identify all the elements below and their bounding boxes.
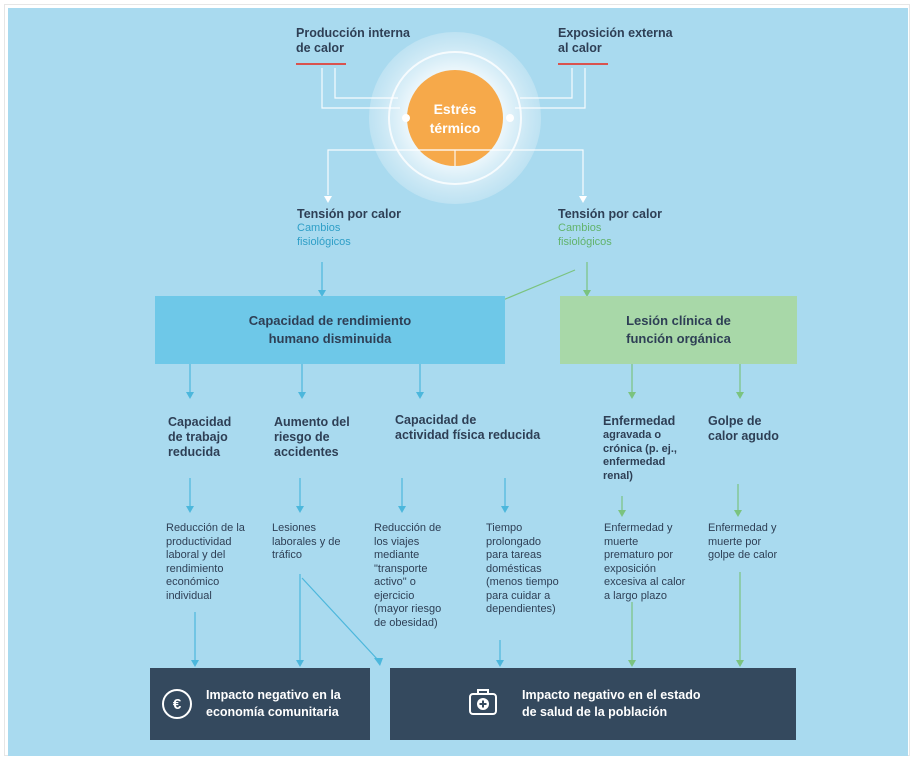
euro-icon: €: [162, 689, 192, 719]
sun-dot-left: [402, 114, 410, 122]
heat-death-line-1: Enfermedad y: [708, 522, 777, 534]
tension-left-title: Tensión por calor: [297, 207, 401, 221]
work-capacity: Capacidad de trabajo reducida: [168, 415, 231, 460]
accident-risk: Aumento del riesgo de accidentes: [274, 415, 350, 460]
trips-line-5: activo" o: [374, 576, 416, 588]
tension-right-sub-1: Cambios: [558, 222, 602, 234]
internal-heat-line-2: de calor: [296, 41, 344, 55]
external-heat-line-1: Exposición externa: [558, 26, 673, 40]
acute-heatstroke: Golpe de calor agudo: [708, 414, 779, 444]
performance-line-1: Capacidad de rendimiento: [248, 313, 412, 328]
accidents-line-1: Aumento del: [274, 415, 350, 429]
time-line-4: domésticas: [486, 562, 542, 575]
premature-line-1: Enfermedad y: [604, 522, 673, 534]
external-heat-label: Exposición externa al calor: [558, 26, 673, 56]
work-line-3: reducida: [168, 445, 221, 459]
time-line-2: prolongado: [486, 535, 542, 548]
time-line-7: dependientes): [486, 603, 556, 615]
work-line-2: de trabajo: [168, 430, 228, 444]
trip-reduction: Reducción de los viajes mediante "transp…: [374, 522, 441, 630]
heatstroke-death: Enfermedad y muerte por golpe de calor: [708, 522, 777, 563]
chronic-illness: Enfermedad agravada o crónica (p. ej., e…: [603, 414, 677, 483]
health-impact-box: Impacto negativo en el estado de salud d…: [390, 668, 796, 740]
lesion-line-2: función orgánica: [626, 331, 731, 346]
physical-line-1: Capacidad de: [395, 413, 477, 427]
time-line-1: Tiempo: [486, 522, 523, 534]
illness-line-3: crónica (p. ej.,: [603, 442, 677, 455]
economy-impact-box: € Impacto negativo en la economía comuni…: [150, 668, 370, 740]
injuries: Lesiones laborales y de tráfico: [272, 522, 341, 563]
trips-line-6: ejercicio: [374, 589, 415, 602]
productivity-line-3: laboral y del: [166, 549, 226, 561]
premature-death: Enfermedad y muerte prematuro por exposi…: [604, 522, 685, 603]
tension-right: Tensión por calor Cambios fisiológicos: [558, 207, 662, 249]
internal-heat-underline: [296, 63, 346, 65]
first-aid-kit-icon: [468, 688, 498, 721]
trips-line-1: Reducción de: [374, 522, 442, 534]
tension-right-title: Tensión por calor: [558, 207, 662, 221]
heatstroke-line-2: calor agudo: [708, 429, 779, 443]
accidents-line-3: accidentes: [274, 445, 339, 459]
heat-death-line-2: muerte por: [708, 535, 762, 548]
internal-heat-label: Producción interna de calor: [296, 26, 410, 56]
productivity-line-4: rendimiento: [166, 562, 224, 575]
tension-right-sub-2: fisiológicos: [558, 235, 612, 248]
sun-label-line-1: Estrés: [433, 101, 477, 117]
productivity-line-2: productividad: [166, 535, 232, 548]
performance-line-2: humano disminuida: [268, 331, 392, 346]
heat-death-line-3: golpe de calor: [708, 549, 778, 561]
economy-line-1: Impacto negativo en la: [206, 688, 341, 702]
external-heat-line-2: al calor: [558, 41, 602, 55]
productivity-reduction: Reducción de la productividad laboral y …: [166, 522, 245, 603]
internal-heat-line-1: Producción interna: [296, 26, 410, 40]
trips-line-8: de obesidad): [374, 616, 438, 629]
external-heat-underline: [558, 63, 608, 65]
health-line-1: Impacto negativo en el estado: [522, 688, 701, 702]
heatstroke-line-1: Golpe de: [708, 414, 762, 428]
productivity-line-1: Reducción de la: [166, 522, 245, 534]
injuries-line-1: Lesiones: [272, 522, 317, 534]
premature-line-3: prematuro por: [604, 549, 674, 561]
performance-box: Capacidad de rendimiento humano disminui…: [155, 296, 505, 364]
sun-ring: [388, 51, 522, 185]
tension-left-sub-2: fisiológicos: [297, 235, 351, 248]
premature-line-2: muerte: [604, 535, 639, 548]
domestic-time: Tiempo prolongado para tareas domésticas…: [486, 522, 559, 617]
time-line-5: (menos tiempo: [486, 576, 559, 588]
economy-line-2: economía comunitaria: [206, 705, 339, 719]
time-line-6: para cuidar a: [486, 589, 551, 602]
time-line-3: para tareas: [486, 549, 542, 561]
lesion-box: Lesión clínica de función orgánica: [560, 296, 797, 364]
euro-symbol: €: [172, 695, 182, 713]
trips-line-2: los viajes: [374, 535, 420, 548]
productivity-line-6: individual: [166, 589, 212, 602]
physical-activity: Capacidad de actividad física reducida: [395, 413, 540, 443]
premature-line-4: exposición: [604, 562, 656, 575]
sun-dot-right: [506, 114, 514, 122]
tension-left: Tensión por calor Cambios fisiológicos: [297, 207, 401, 249]
trips-line-3: mediante: [374, 549, 420, 561]
sun-label-line-2: térmico: [429, 120, 481, 136]
productivity-line-5: económico: [166, 576, 220, 588]
premature-line-5: excesiva al calor: [604, 576, 686, 588]
injuries-line-2: laborales y de: [272, 535, 341, 548]
lesion-line-1: Lesión clínica de: [626, 313, 731, 328]
illness-line-1: Enfermedad: [603, 414, 676, 428]
injuries-line-3: tráfico: [272, 549, 302, 561]
tension-left-sub-1: Cambios: [297, 222, 341, 234]
physical-line-2: actividad física reducida: [395, 428, 541, 442]
work-line-1: Capacidad: [168, 415, 232, 429]
trips-line-7: (mayor riesgo: [374, 603, 442, 615]
illness-line-5: renal): [603, 469, 633, 482]
illness-line-4: enfermedad: [603, 456, 666, 468]
sun-core: [407, 70, 503, 166]
sun-label: Estrés térmico: [415, 100, 495, 138]
illness-line-2: agravada o: [603, 429, 662, 441]
health-line-2: de salud de la población: [522, 705, 668, 719]
trips-line-4: "transporte: [374, 562, 428, 575]
premature-line-6: a largo plazo: [604, 589, 667, 602]
accidents-line-2: riesgo de: [274, 430, 330, 444]
